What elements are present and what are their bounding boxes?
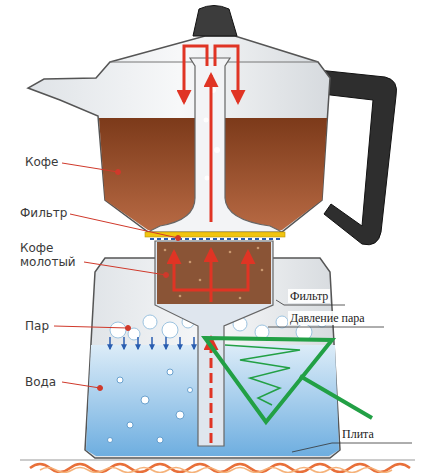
bubble <box>214 147 220 153</box>
green-triangle <box>205 338 332 422</box>
flow-arrow <box>215 46 238 102</box>
filter-plate <box>150 238 280 240</box>
green-arrow-line <box>300 376 372 418</box>
pressure-arrow <box>179 337 181 349</box>
coffee-grain <box>199 279 202 282</box>
bubble <box>157 437 163 443</box>
ground-coffee <box>157 242 271 304</box>
leader-dot <box>98 386 103 391</box>
flow-arrow <box>210 75 213 222</box>
pressure-arrow <box>137 337 139 349</box>
part-label: Кофе молотый <box>20 241 82 269</box>
central-tube <box>148 58 282 232</box>
leader-dot <box>126 326 131 331</box>
coffee-grain <box>189 261 192 264</box>
coffee-grain <box>261 269 264 272</box>
pressure-arrow <box>123 337 125 349</box>
steam-cloud <box>276 316 288 328</box>
bubble <box>205 176 210 181</box>
coffee-grain <box>179 295 182 298</box>
green-scribble <box>225 345 300 405</box>
flow-arrow <box>174 252 211 290</box>
stove-plate <box>20 460 415 461</box>
part-label: Фильтр <box>20 206 67 220</box>
bubble <box>176 411 184 419</box>
gasket <box>145 232 285 237</box>
part-label: Фильтр <box>288 289 330 303</box>
coffee-grain <box>229 251 232 254</box>
flow-arrow <box>210 338 213 443</box>
part-label: Давление пара <box>288 311 367 325</box>
pressure-arrow <box>165 337 167 349</box>
coffee-grain <box>164 249 167 252</box>
leader-dot <box>116 170 121 175</box>
bubble <box>204 118 209 123</box>
pressure-arrow <box>193 337 195 349</box>
flow-arrow <box>210 250 213 302</box>
steam-cloud <box>110 322 126 338</box>
bubble <box>108 438 113 443</box>
handle <box>318 70 397 245</box>
steam-cloud <box>162 322 178 338</box>
funnel-basket <box>155 241 273 446</box>
leader-line <box>62 382 100 388</box>
bubble <box>167 369 173 375</box>
leader-line <box>292 443 412 452</box>
bubble <box>141 396 149 404</box>
bubble <box>117 377 123 383</box>
coffee-grain <box>239 297 242 300</box>
part-label: Кофе <box>25 155 59 169</box>
bubble <box>188 388 193 393</box>
part-label: Пар <box>25 319 49 333</box>
leader-line <box>268 327 384 328</box>
leader-line <box>84 262 166 275</box>
flame <box>30 464 410 472</box>
part-label: Плита <box>340 427 376 441</box>
part-label: Вода <box>25 375 56 389</box>
flow-arrow <box>184 46 207 102</box>
bubble <box>127 422 133 428</box>
flame <box>40 468 392 473</box>
leader-line <box>54 326 128 328</box>
leader-dot <box>164 273 169 278</box>
pressure-arrow <box>109 337 111 349</box>
upper-chamber <box>28 36 330 232</box>
coffee-grain <box>257 247 260 250</box>
leader-line <box>70 214 178 238</box>
lid-knob <box>193 6 237 37</box>
flow-arrow <box>211 252 248 290</box>
leader-dot <box>176 236 181 241</box>
steam-cloud <box>143 315 157 329</box>
pressure-arrow <box>151 337 153 349</box>
leader-line <box>62 163 118 172</box>
